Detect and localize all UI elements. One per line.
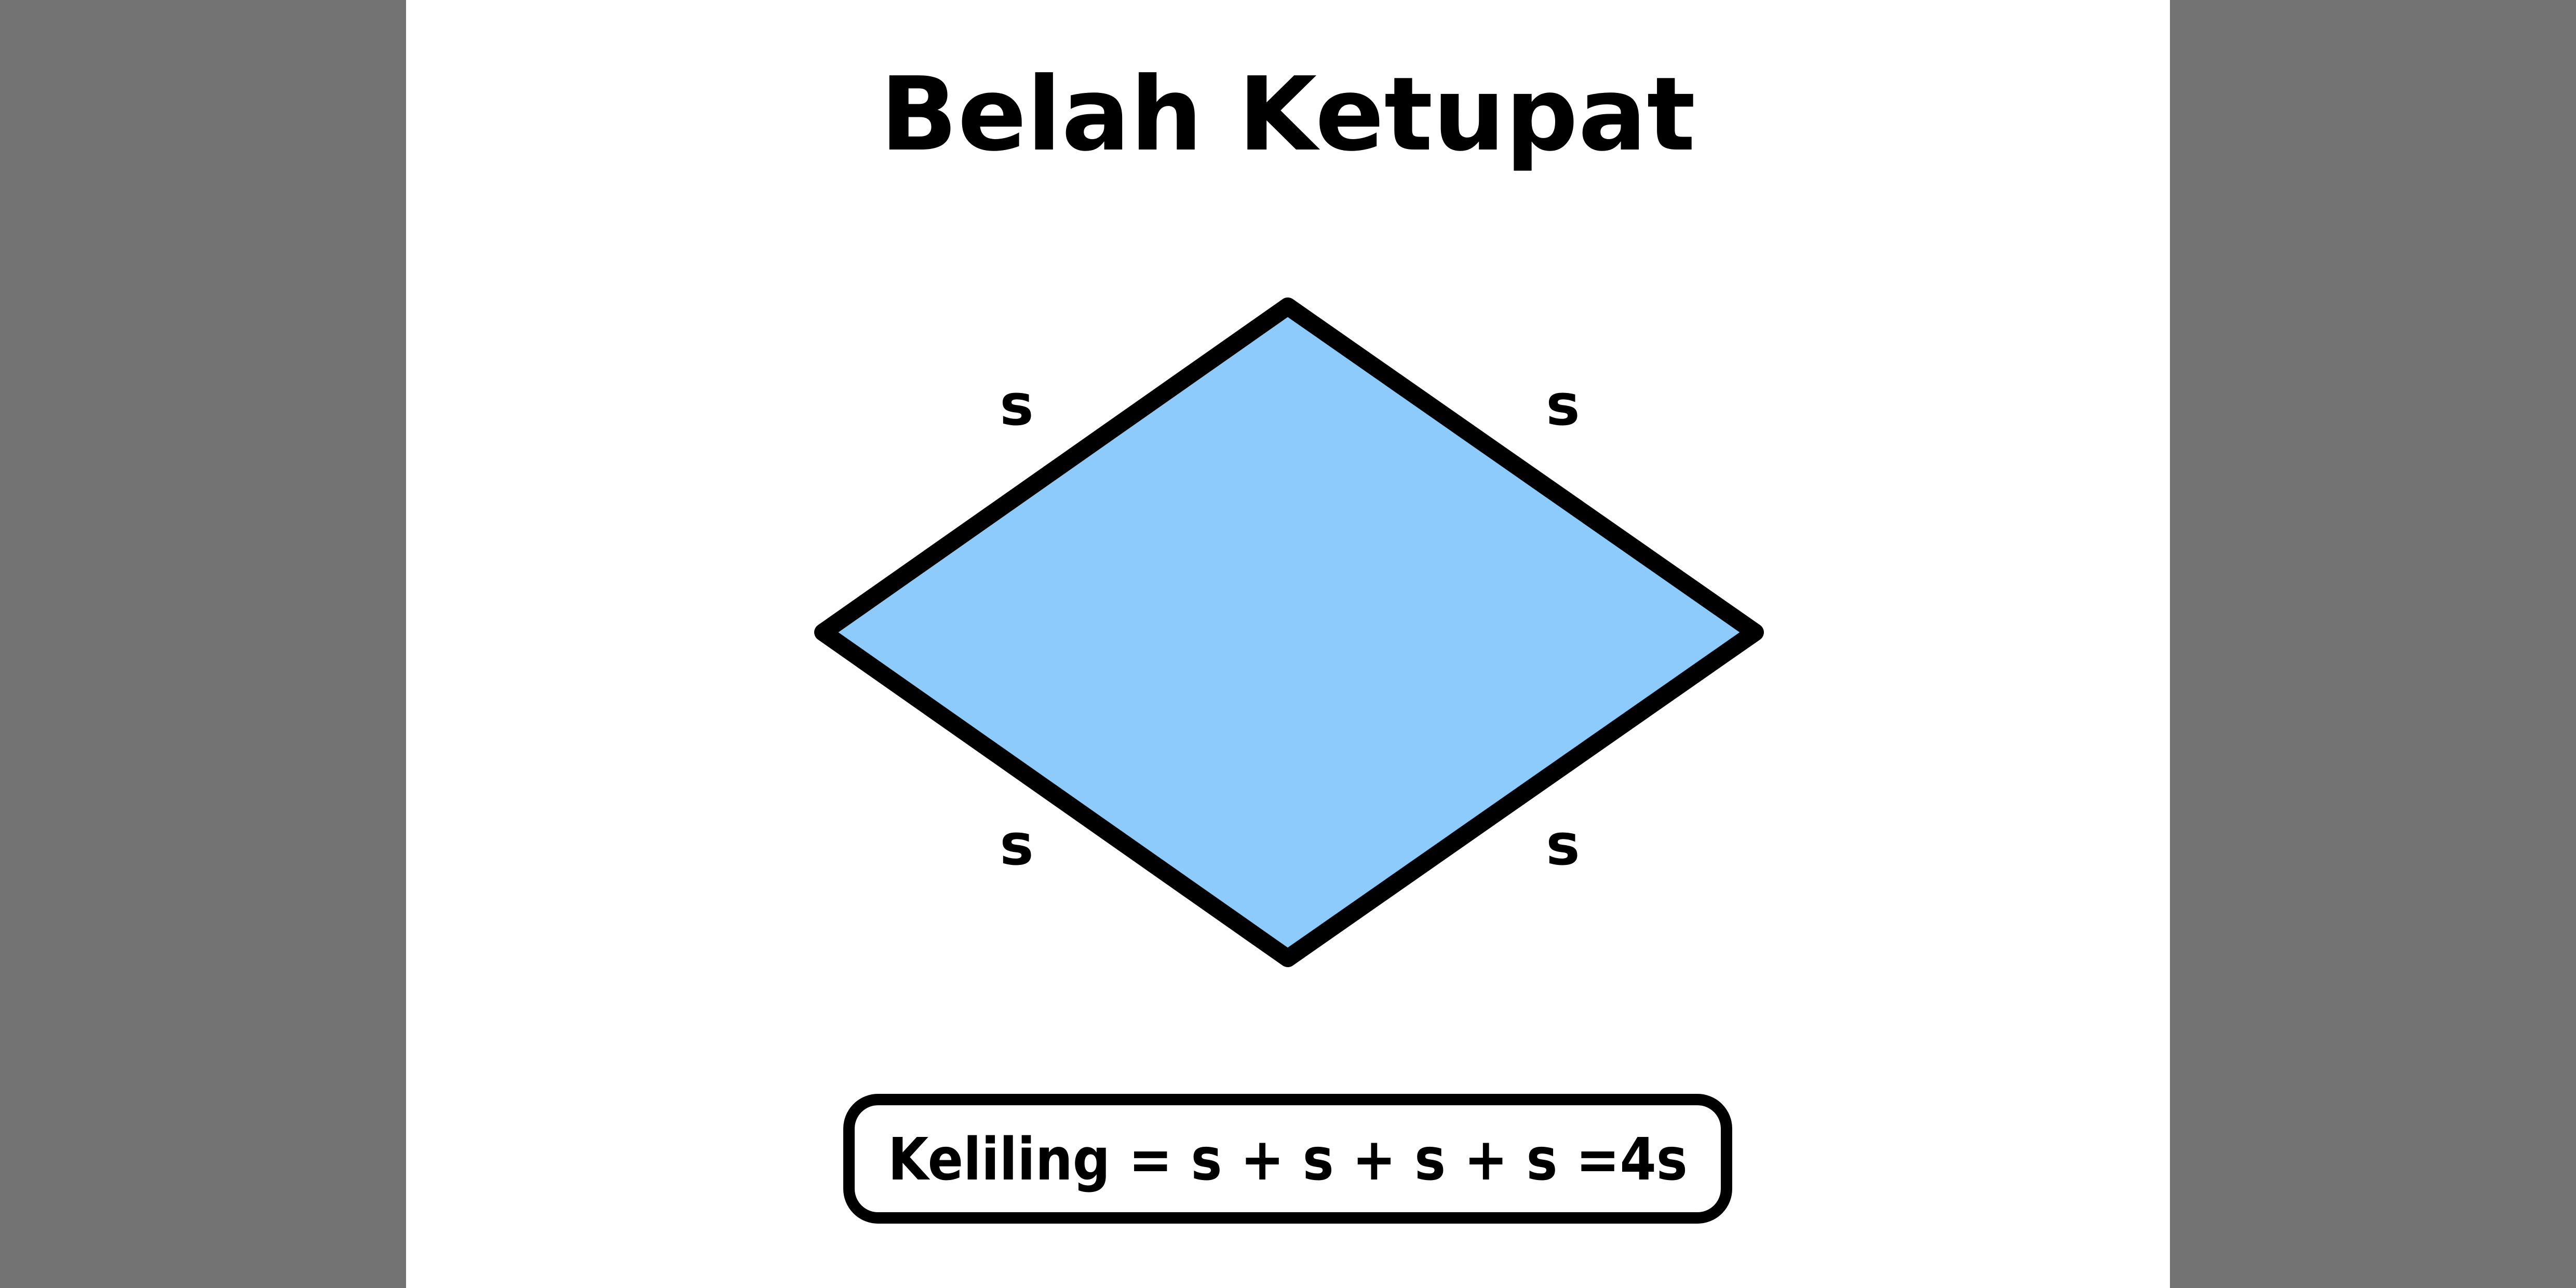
formula-box [843, 1094, 1732, 1224]
side-label-top-left: s [1000, 372, 1033, 438]
page-title: Belah Ketupat [880, 56, 1695, 174]
side-label-bottom-right: s [1546, 811, 1580, 878]
side-label-top-right: s [1546, 372, 1580, 438]
side-label-bottom-left: s [1000, 811, 1033, 878]
rhombus-shape [814, 297, 1764, 967]
perimeter-formula: Keliling = s + s + s + s =4s [888, 1126, 1688, 1194]
